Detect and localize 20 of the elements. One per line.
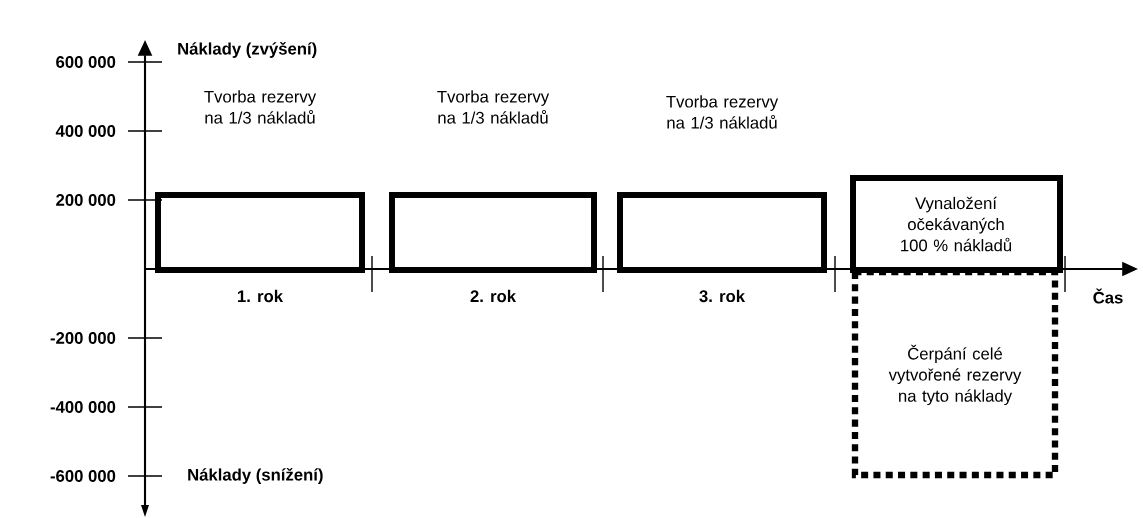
axis-title: Čas bbox=[1093, 288, 1123, 304]
node-label: Tvorba rezervy na 1/3 nákladů bbox=[204, 90, 317, 124]
bar-box: Vynaložení očekávaných 100 % nákladů bbox=[850, 175, 1063, 273]
tick-label: 400 000 bbox=[55, 125, 116, 137]
node-label: Tvorba rezervy na 1/3 nákladů bbox=[666, 95, 779, 129]
axis-title: Náklady (snížení) bbox=[188, 468, 323, 484]
year-label: 3. rok bbox=[699, 289, 746, 303]
tick-label: 200 000 bbox=[56, 194, 116, 206]
year-label: 1. rok bbox=[238, 289, 284, 303]
bar-box: Tvorba rezervy na 1/3 nákladů bbox=[155, 90, 365, 273]
node-label: Tvorba rezervy na 1/3 nákladů bbox=[437, 90, 550, 124]
bar-box: Tvorba rezervy na 1/3 nákladů bbox=[389, 90, 597, 273]
tick-label: -400 000 bbox=[50, 401, 116, 413]
bar-box: Tvorba rezervy na 1/3 nákladů bbox=[617, 95, 827, 273]
tick-label: -600 000 bbox=[50, 470, 116, 482]
year-label: 2. rok bbox=[470, 289, 517, 303]
axis-title: Náklady (zvýšení) bbox=[178, 42, 317, 58]
tick-label: -200 000 bbox=[50, 332, 116, 344]
bar-box: Čerpání celé vytvořené rezervy na tyto náklady bbox=[851, 268, 1059, 479]
tick-label: 600 000 bbox=[56, 56, 116, 68]
